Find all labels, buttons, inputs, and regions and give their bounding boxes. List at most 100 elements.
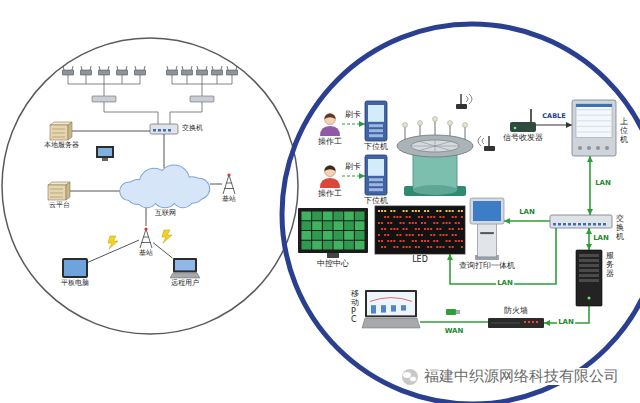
router-icon [211,66,223,75]
router-icon [226,66,238,75]
led-dot [396,246,398,248]
led-dot [387,222,389,224]
monitor-cell [302,221,312,230]
led-dot [452,234,454,236]
led-dot [442,222,444,224]
led-dot [406,246,408,248]
node-label: 服务器 [606,252,614,278]
internet-cloud-art [120,168,210,208]
led-dot [381,246,383,248]
terminal-box-art [365,155,387,195]
led-dot [449,246,451,248]
led-dot [412,210,414,212]
yarn-cone [403,123,408,128]
server-front [48,185,66,200]
operator-figure: 操作工 [318,164,342,188]
operator-figure: 操作工 [318,112,342,136]
led-dot [406,210,408,212]
server-box: 本地服务器 [50,122,72,140]
host-table-line [577,115,611,116]
led-dot [439,210,441,212]
node-label: 上位机 [620,118,628,144]
node-label: 信号收发器 [503,134,543,143]
edge-label: LAN [592,235,610,243]
node-label: 操作工 [318,138,342,147]
laptop-screen [175,260,195,270]
monitor-cell [334,241,344,250]
person-body [320,126,340,136]
led-dot [399,222,401,224]
led-dot [446,222,448,224]
tower-light [227,173,230,176]
led-dot [446,210,448,212]
led-dot [381,222,383,224]
led-dot [378,234,380,236]
laptop-lid [365,290,417,317]
node-label: 本地服务器 [44,142,79,150]
led-panel [375,206,465,254]
connector [342,175,365,176]
led-dot [409,246,411,248]
node-label: LED [412,256,428,265]
terminal-key [369,124,383,127]
connector [146,208,147,226]
terminal-key [369,129,383,132]
led-dot [406,228,408,230]
led-dot [381,228,383,230]
server-tower-art [576,250,602,306]
led-dot [458,222,460,224]
switch-box-art [550,215,612,228]
host-table-line [577,132,611,133]
led-dot [412,222,414,224]
pc-screen [98,148,112,156]
connector [342,123,365,124]
yarn-cone [433,117,438,122]
led-dot [409,234,411,236]
cloud-fill [173,186,194,207]
tower-bay [579,274,599,277]
led-dot [381,210,383,212]
router-icon [116,66,128,75]
switch-port [583,223,586,226]
switch-port [158,129,161,132]
led-dot [433,240,435,242]
host-computer-box: 上位机 [572,100,616,156]
led-dot [378,210,380,212]
led-dot [415,240,417,242]
led-dot [424,222,426,224]
yarn-cone [463,123,468,128]
led-dot [461,228,463,230]
control-center-box: 中控中心 [298,208,368,258]
monitor-cell [323,212,333,221]
person-hair [325,166,336,172]
node-label: 基站 [222,196,236,204]
monitor-cell [312,241,322,250]
switch-port [553,223,556,226]
person-hair [325,114,336,120]
host-button [578,146,582,150]
mobile-pc-box-art [362,290,420,328]
host-table-line [577,120,611,121]
edge-label: LAN [496,280,514,288]
wireless-bolt [108,236,118,249]
led-board: LED [375,206,465,254]
host-screen [576,104,612,138]
watermark: 福建中织源网络科技有限公司 [422,368,621,385]
switch-port [578,223,581,226]
led-dot [378,222,380,224]
switch-port [588,223,591,226]
led-dot [390,210,392,212]
switch-port [558,223,561,226]
firewall-body [488,318,544,328]
cloud-platform-box-art [48,182,70,200]
screen-bar [381,305,386,312]
led-dot [436,246,438,248]
led-dot [415,228,417,230]
pc-monitor [96,146,114,158]
switch-port [563,223,566,226]
host-button [587,146,591,150]
wechat-bubble [403,372,411,378]
host-body [572,100,616,156]
led-dot [415,246,417,248]
